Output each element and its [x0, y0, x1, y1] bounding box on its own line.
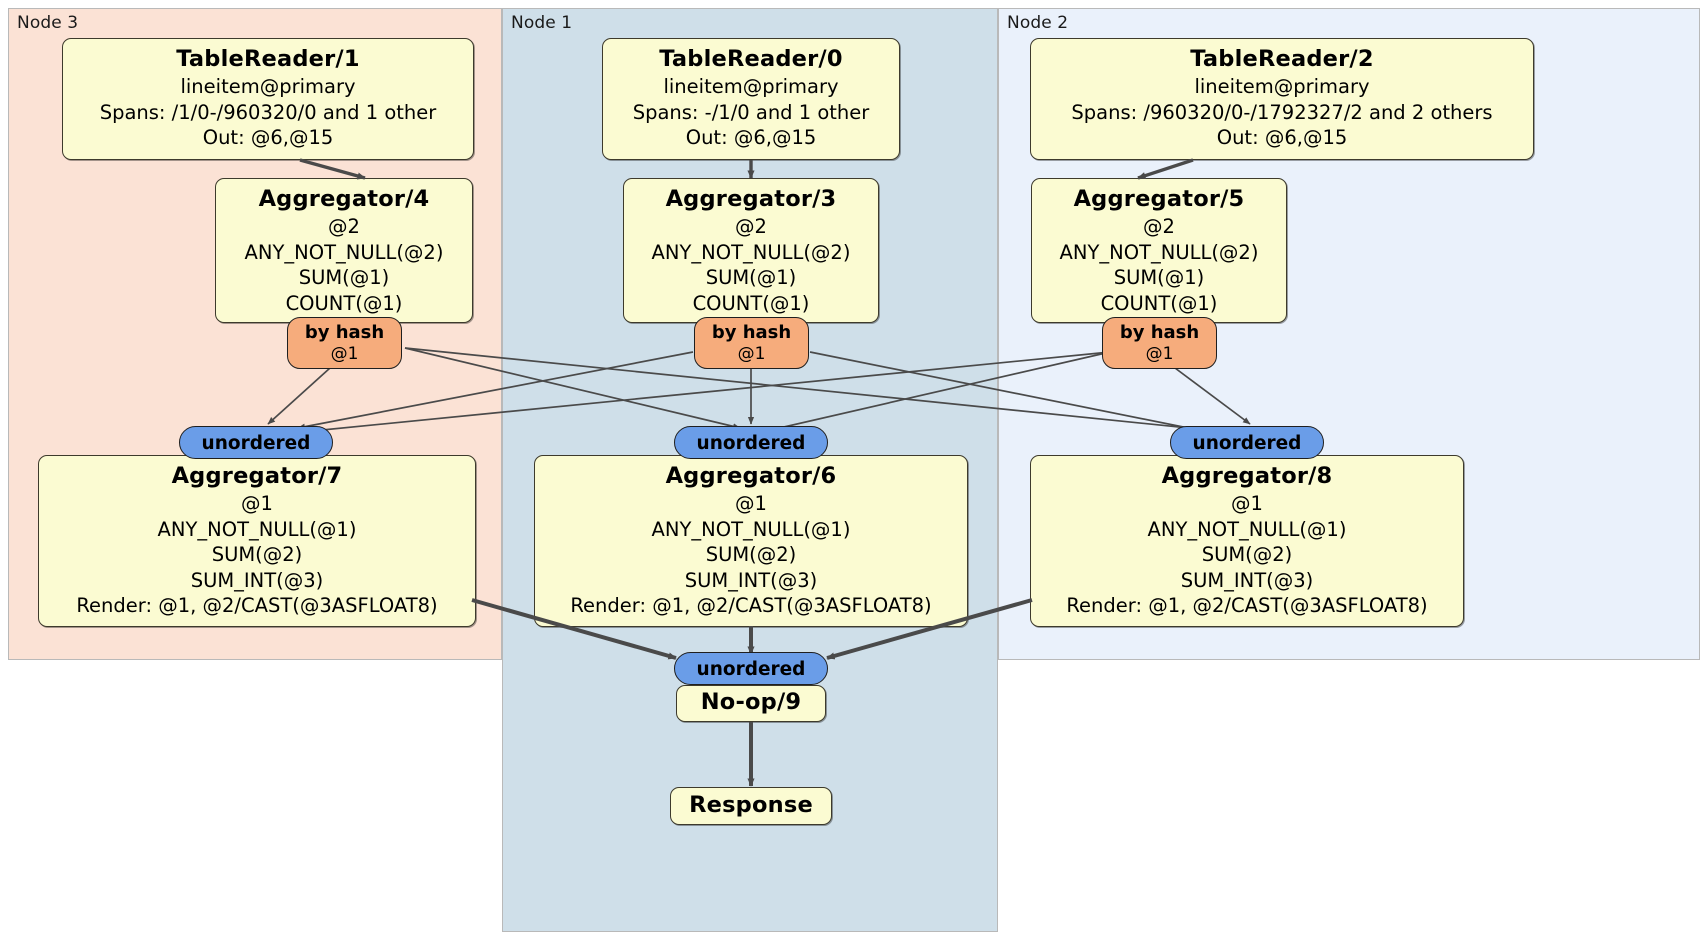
aggregator-4-func-3: COUNT(@1) — [285, 291, 403, 315]
tablereader-1-title: TableReader/1 — [176, 46, 360, 72]
aggregator-6-render: Render: @1, @2/CAST(@3ASFLOAT8) — [570, 594, 932, 617]
aggregator-6-func-2: SUM(@2) — [705, 543, 797, 566]
node-aggregator-5[interactable]: Aggregator/5 @2 ANY_NOT_NULL(@2) SUM(@1)… — [1031, 178, 1287, 323]
aggregator-8-groupcols: @1 — [1231, 492, 1263, 515]
node-aggregator-8[interactable]: Aggregator/8 @1 ANY_NOT_NULL(@1) SUM(@2)… — [1030, 455, 1464, 627]
aggregator-5-title: Aggregator/5 — [1073, 186, 1245, 212]
aggregator-3-func-1: ANY_NOT_NULL(@2) — [651, 240, 851, 264]
noop-9-title: No-op/9 — [700, 689, 802, 715]
node-noop-9[interactable]: No-op/9 — [676, 685, 826, 722]
aggregator-3-func-3: COUNT(@1) — [692, 291, 810, 315]
aggregator-8-func-3: SUM_INT(@3) — [1180, 568, 1314, 592]
aggregator-6-title: Aggregator/6 — [665, 463, 837, 489]
node-aggregator-7[interactable]: Aggregator/7 @1 ANY_NOT_NULL(@1) SUM(@2)… — [38, 455, 476, 627]
aggregator-7-title: Aggregator/7 — [171, 463, 343, 489]
router-by-hash-4[interactable]: by hash @1 — [287, 317, 402, 369]
aggregator-6-groupcols: @1 — [735, 492, 767, 515]
aggregator-6-func-1: ANY_NOT_NULL(@1) — [651, 517, 851, 541]
aggregator-3-func-2: SUM(@1) — [705, 266, 797, 289]
tablereader-2-spans: Spans: /960320/0-/1792327/2 and 2 others — [1071, 100, 1493, 124]
node-panel-label-node3: Node 3 — [17, 13, 79, 33]
node-aggregator-6[interactable]: Aggregator/6 @1 ANY_NOT_NULL(@1) SUM(@2)… — [534, 455, 968, 627]
sync-unordered-7[interactable]: unordered — [179, 426, 333, 459]
tablereader-0-spans: Spans: -/1/0 and 1 other — [632, 100, 870, 124]
router-by-hash-4-label: by hash — [304, 322, 385, 343]
aggregator-5-func-1: ANY_NOT_NULL(@2) — [1059, 240, 1259, 264]
node-panel-label-node2: Node 2 — [1007, 13, 1069, 33]
tablereader-2-table: lineitem@primary — [1194, 75, 1370, 98]
aggregator-5-groupcols: @2 — [1143, 215, 1175, 238]
node-tablereader-2[interactable]: TableReader/2 lineitem@primary Spans: /9… — [1030, 38, 1534, 160]
aggregator-5-func-3: COUNT(@1) — [1100, 291, 1218, 315]
node-panel-label-node1: Node 1 — [511, 13, 573, 33]
tablereader-0-table: lineitem@primary — [663, 75, 839, 98]
aggregator-8-title: Aggregator/8 — [1161, 463, 1333, 489]
router-by-hash-5-cols: @1 — [1145, 344, 1174, 364]
router-by-hash-4-cols: @1 — [330, 344, 359, 364]
sync-unordered-8[interactable]: unordered — [1170, 426, 1324, 459]
aggregator-8-func-2: SUM(@2) — [1201, 543, 1293, 566]
aggregator-8-render: Render: @1, @2/CAST(@3ASFLOAT8) — [1066, 594, 1428, 617]
router-by-hash-3-cols: @1 — [737, 344, 766, 364]
sync-unordered-9[interactable]: unordered — [674, 652, 828, 685]
tablereader-1-spans: Spans: /1/0-/960320/0 and 1 other — [99, 100, 437, 124]
router-by-hash-5-label: by hash — [1119, 322, 1200, 343]
aggregator-6-func-3: SUM_INT(@3) — [684, 568, 818, 592]
node-tablereader-0[interactable]: TableReader/0 lineitem@primary Spans: -/… — [602, 38, 900, 160]
aggregator-7-func-2: SUM(@2) — [211, 543, 303, 566]
aggregator-4-func-2: SUM(@1) — [298, 266, 390, 289]
aggregator-5-func-2: SUM(@1) — [1113, 266, 1205, 289]
router-by-hash-5[interactable]: by hash @1 — [1102, 317, 1217, 369]
aggregator-4-func-1: ANY_NOT_NULL(@2) — [244, 240, 444, 264]
node-tablereader-1[interactable]: TableReader/1 lineitem@primary Spans: /1… — [62, 38, 474, 160]
aggregator-3-title: Aggregator/3 — [665, 186, 837, 212]
aggregator-4-title: Aggregator/4 — [258, 186, 430, 212]
tablereader-2-title: TableReader/2 — [1190, 46, 1374, 72]
tablereader-1-out: Out: @6,@15 — [202, 126, 334, 149]
tablereader-0-out: Out: @6,@15 — [685, 126, 817, 149]
aggregator-7-render: Render: @1, @2/CAST(@3ASFLOAT8) — [76, 594, 438, 617]
aggregator-7-func-3: SUM_INT(@3) — [190, 568, 324, 592]
tablereader-1-table: lineitem@primary — [180, 75, 356, 98]
aggregator-7-groupcols: @1 — [241, 492, 273, 515]
tablereader-0-title: TableReader/0 — [659, 46, 843, 72]
aggregator-4-groupcols: @2 — [328, 215, 360, 238]
aggregator-7-func-1: ANY_NOT_NULL(@1) — [157, 517, 357, 541]
sync-unordered-6[interactable]: unordered — [674, 426, 828, 459]
node-aggregator-4[interactable]: Aggregator/4 @2 ANY_NOT_NULL(@2) SUM(@1)… — [215, 178, 473, 323]
aggregator-3-groupcols: @2 — [735, 215, 767, 238]
router-by-hash-3-label: by hash — [711, 322, 792, 343]
aggregator-8-func-1: ANY_NOT_NULL(@1) — [1147, 517, 1347, 541]
node-aggregator-3[interactable]: Aggregator/3 @2 ANY_NOT_NULL(@2) SUM(@1)… — [623, 178, 879, 323]
tablereader-2-out: Out: @6,@15 — [1216, 126, 1348, 149]
router-by-hash-3[interactable]: by hash @1 — [694, 317, 809, 369]
node-response[interactable]: Response — [670, 787, 832, 825]
response-title: Response — [689, 792, 813, 818]
